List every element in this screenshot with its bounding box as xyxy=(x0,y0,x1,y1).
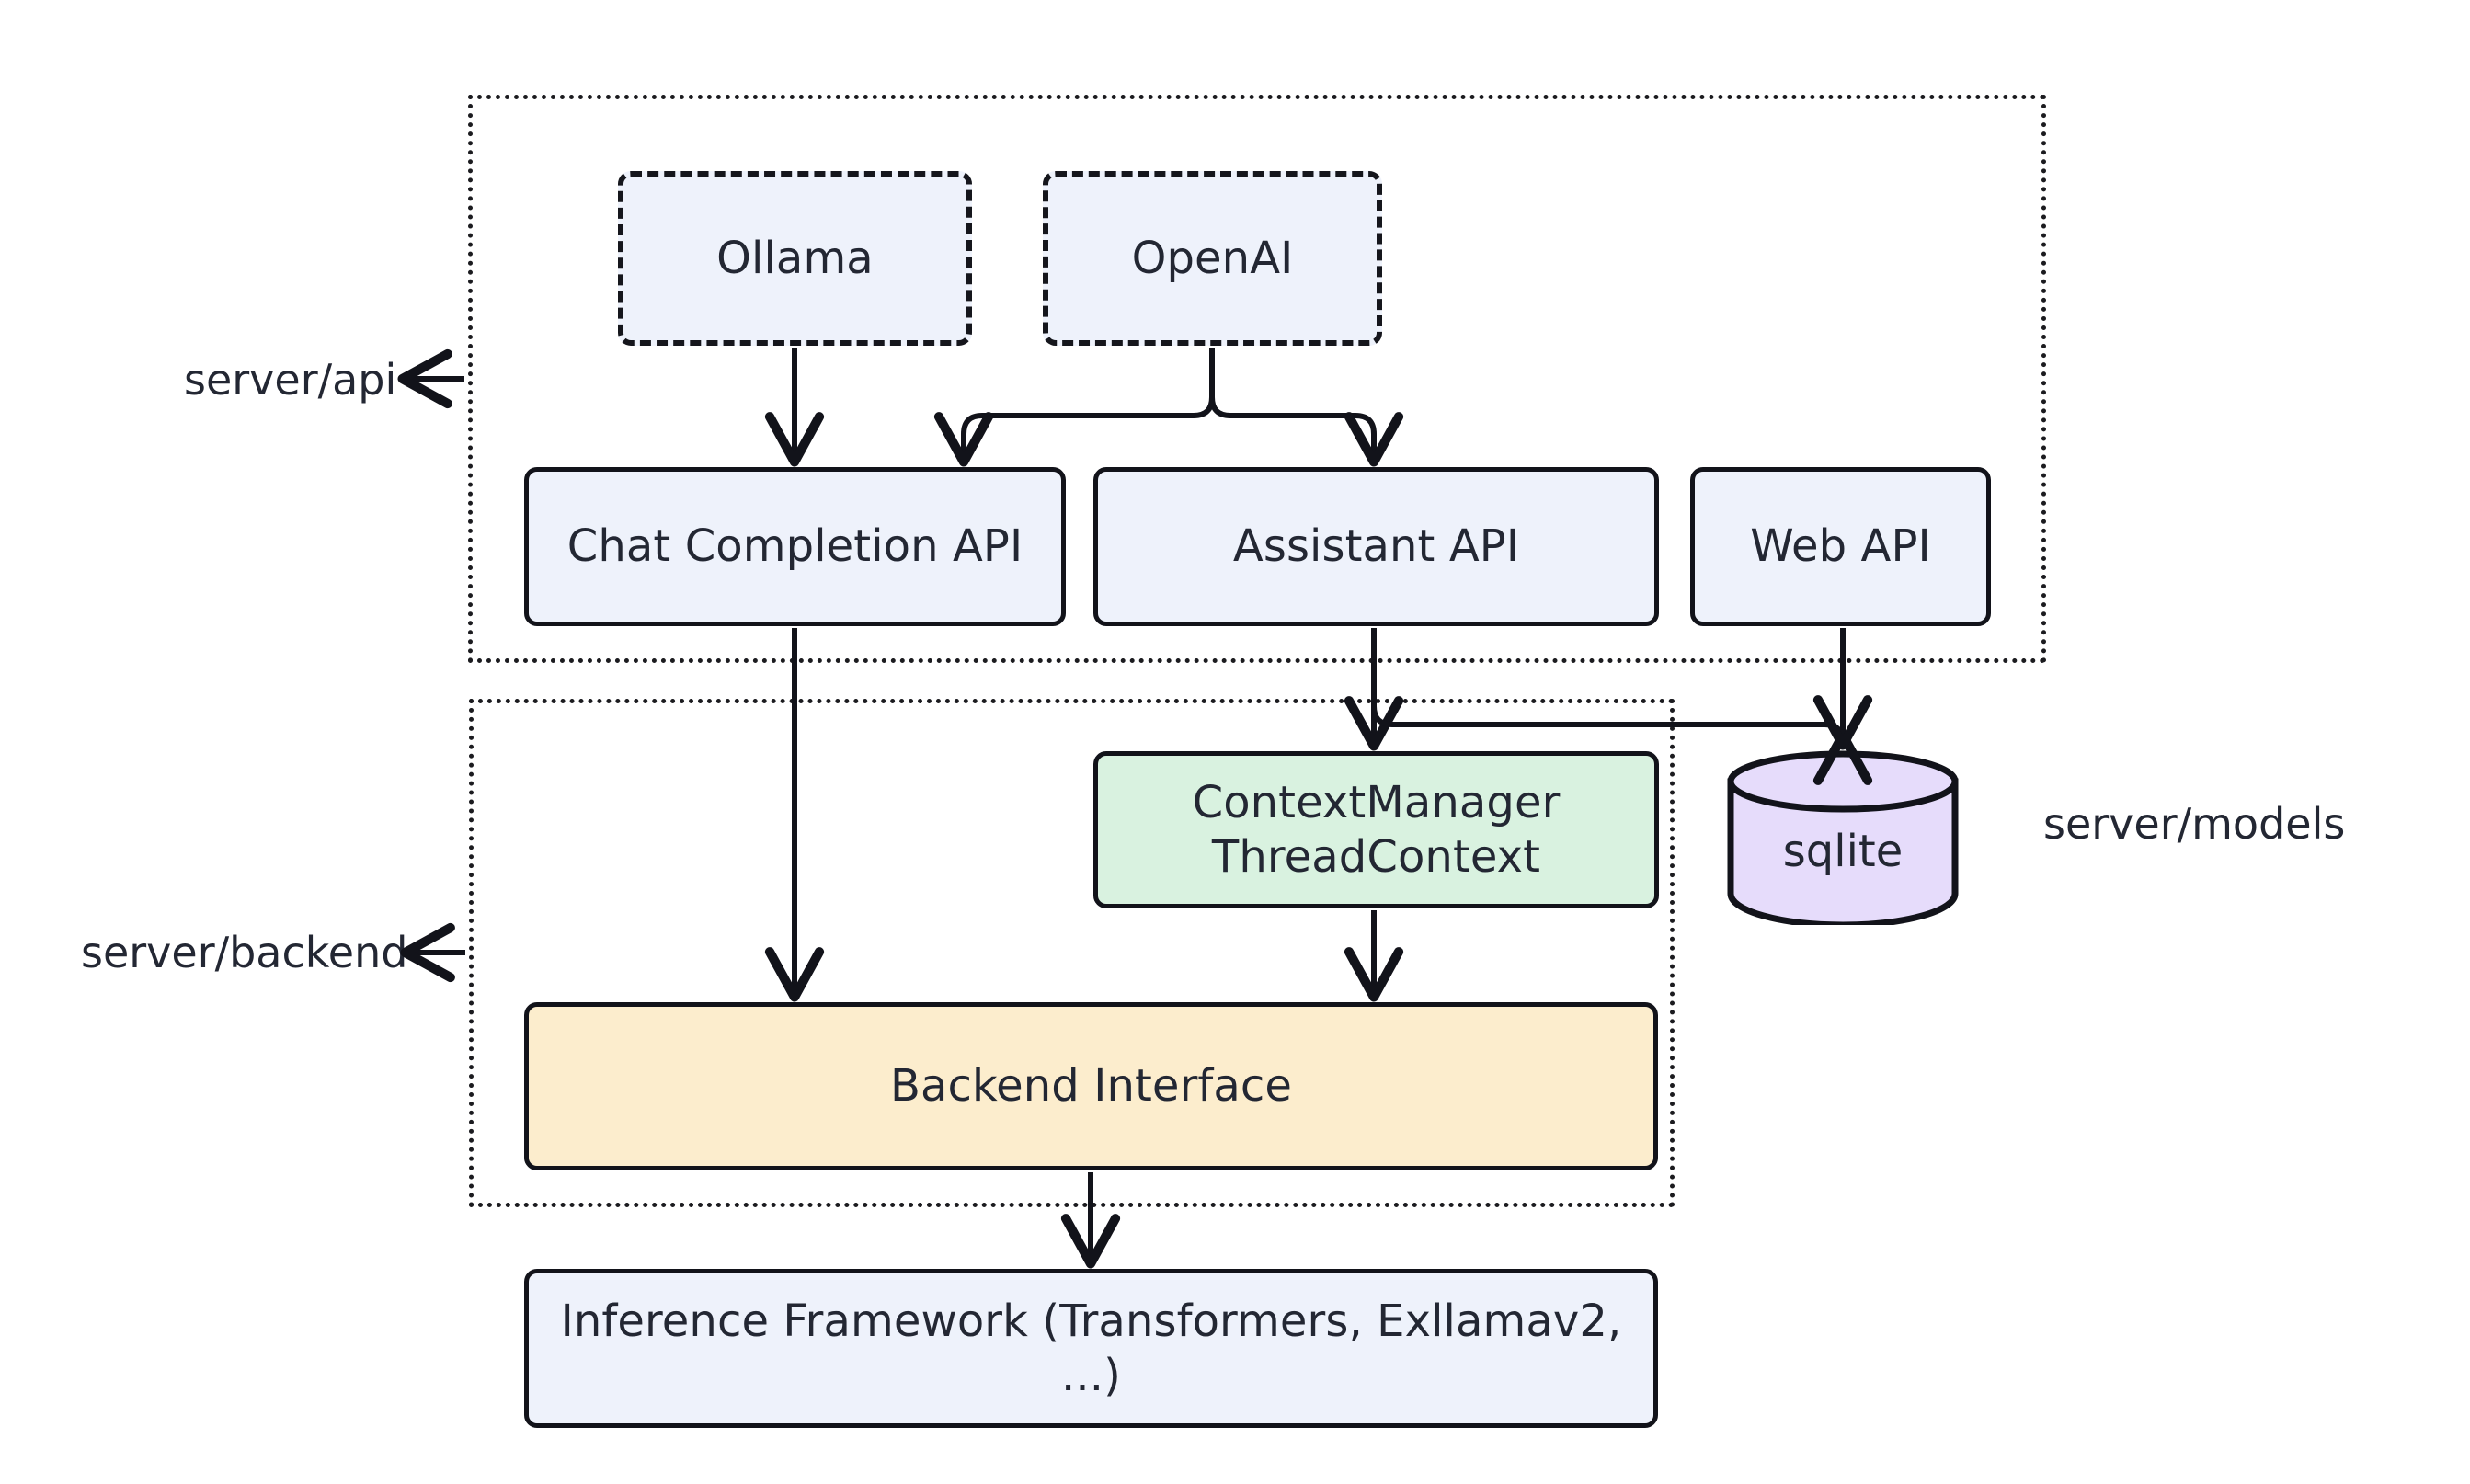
node-sqlite[interactable] xyxy=(1725,750,1961,925)
group-label-server-backend-text: server/backend xyxy=(81,928,408,977)
group-label-server-models-text: server/models xyxy=(2043,799,2346,849)
node-inference-framework[interactable]: Inference Framework (Transformers, Exlla… xyxy=(524,1269,1658,1428)
node-assistant-api[interactable]: Assistant API xyxy=(1093,467,1659,626)
node-chat-completion-api[interactable]: Chat Completion API xyxy=(524,467,1066,626)
node-ollama[interactable]: Ollama xyxy=(618,171,972,346)
node-context-manager-label-line1: ContextManager xyxy=(1192,776,1561,828)
node-openai-label: OpenAI xyxy=(1131,232,1294,284)
node-assistant-api-label: Assistant API xyxy=(1232,520,1520,573)
node-context-manager-label-line2: ThreadContext xyxy=(1211,830,1541,883)
group-label-server-api-text: server/api xyxy=(184,355,397,405)
group-label-server-backend: server/backend xyxy=(81,925,407,980)
group-label-server-models: server/models xyxy=(2043,796,2345,851)
group-label-server-api: server/api xyxy=(184,352,396,407)
group-server-backend xyxy=(469,699,1675,1207)
node-backend-interface[interactable]: Backend Interface xyxy=(524,1002,1658,1170)
node-backend-interface-label: Backend Interface xyxy=(889,1060,1293,1113)
node-inference-framework-label: Inference Framework (Transformers, Exlla… xyxy=(560,1295,1622,1401)
node-openai[interactable]: OpenAI xyxy=(1043,171,1382,346)
node-ollama-label: Ollama xyxy=(716,232,874,284)
node-chat-completion-api-label: Chat Completion API xyxy=(566,520,1023,573)
group-server-api xyxy=(468,95,2046,663)
node-web-api[interactable]: Web API xyxy=(1690,467,1991,626)
node-web-api-label: Web API xyxy=(1750,520,1931,573)
node-context-manager[interactable]: ContextManager ThreadContext xyxy=(1093,751,1659,908)
